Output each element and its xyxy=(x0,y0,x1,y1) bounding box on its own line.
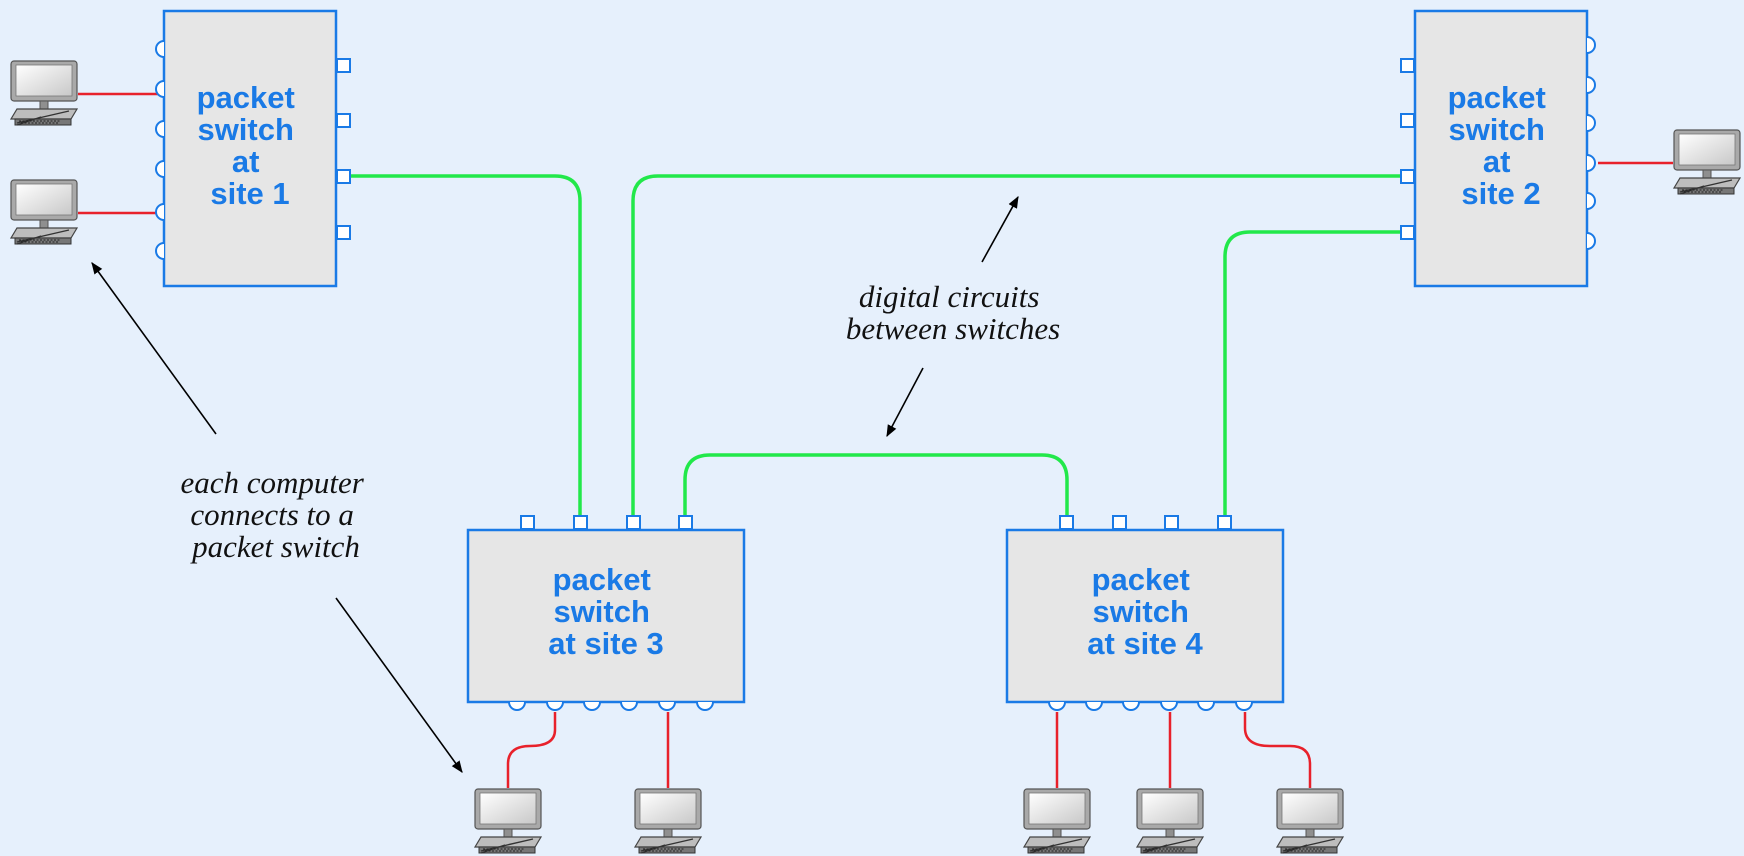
circuit-site2-site4 xyxy=(1223,230,1408,516)
round-ports xyxy=(155,40,165,260)
packet-switch-site3: packet switch at site 3 xyxy=(466,515,746,711)
round-ports xyxy=(1586,36,1596,250)
square-ports xyxy=(1400,58,1415,240)
packet-switch-site4: packet switch at site 4 xyxy=(1005,515,1285,711)
desktop-computer-icon xyxy=(1276,788,1344,854)
switch-body xyxy=(1413,9,1589,288)
switch-label-site3: packet switch at site 3 xyxy=(548,562,663,661)
circuit-site2-site3 xyxy=(631,174,1408,516)
arrow-to-site3-computer xyxy=(335,597,463,773)
arrow-to-upper-circuit xyxy=(981,195,1019,263)
switch-body xyxy=(466,528,746,704)
square-ports xyxy=(336,58,351,240)
square-ports xyxy=(520,515,693,530)
desktop-computer-icon xyxy=(1136,788,1204,854)
annotation-each-computer: each computer connects to a packet switc… xyxy=(180,465,371,564)
desktop-computer-icon xyxy=(10,179,78,245)
square-ports xyxy=(1059,515,1232,530)
round-ports xyxy=(1048,701,1253,711)
circuit-site3-site4 xyxy=(683,453,1069,516)
link-site4-computer-c xyxy=(1243,712,1312,788)
circuit-site1-site3 xyxy=(350,174,582,516)
switch-body xyxy=(1005,528,1285,704)
desktop-computer-icon xyxy=(634,788,702,854)
switch-body xyxy=(162,9,338,288)
packet-switch-site2: packet switch at site 2 xyxy=(1400,9,1596,288)
desktop-computer-icon xyxy=(474,788,542,854)
digital-circuits xyxy=(350,174,1408,516)
annotation-arrows xyxy=(91,195,1019,773)
round-ports xyxy=(508,701,714,711)
switch-label-site1: packet switch at site 1 xyxy=(197,80,304,211)
desktop-computer-icon xyxy=(1023,788,1091,854)
desktop-computer-icon xyxy=(1673,129,1741,195)
arrow-to-lower-circuit xyxy=(886,367,924,438)
link-site3-computer-a xyxy=(506,712,557,788)
switch-label-site4: packet switch at site 4 xyxy=(1087,562,1203,661)
annotation-digital-circuits: digital circuits between switches xyxy=(846,279,1060,346)
arrow-to-site1-computer xyxy=(91,262,217,435)
desktop-computer-icon xyxy=(10,60,78,126)
packet-switch-site1: packet switch at site 1 xyxy=(155,9,351,288)
switch-label-site2: packet switch at site 2 xyxy=(1448,80,1555,211)
computer-links xyxy=(78,92,1673,788)
